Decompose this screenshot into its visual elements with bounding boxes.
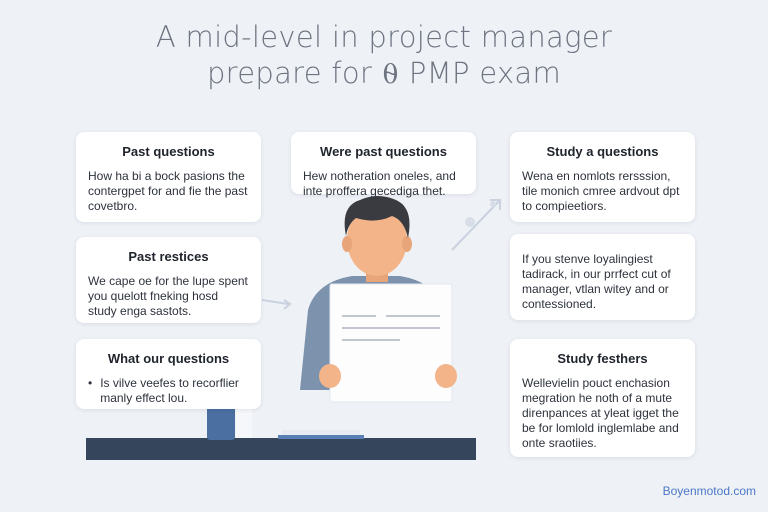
document-lines — [342, 315, 440, 341]
desk — [86, 438, 476, 460]
card-heading: What our questions — [107, 351, 230, 366]
person-ear-right — [402, 236, 412, 252]
person-hand-left — [319, 364, 341, 388]
card-text: We cape oe for the lupe spent you quelot… — [88, 274, 248, 318]
person-face — [347, 204, 407, 276]
card-were-past-questions: Were past questions Hew notheration onel… — [291, 132, 476, 198]
arrow-head-right-icon — [490, 199, 501, 210]
card-text: Hew notheration oneles, and inte proffer… — [303, 169, 456, 198]
person-ear-left — [342, 236, 352, 252]
card-text: Wena en nomlots rersssion, tile monich c… — [522, 169, 680, 213]
card-heading: Were past questions — [320, 144, 447, 159]
card-what-our-questions: What our questions • Is vilve veefes to … — [76, 339, 261, 409]
bullet-icon: • — [88, 376, 93, 390]
connector-dot-small — [490, 201, 496, 207]
card-heading: Study festhers — [557, 351, 648, 366]
card-heading: Study a questions — [546, 144, 659, 159]
held-document — [329, 283, 453, 403]
arrow-head-left-icon — [283, 299, 292, 310]
card-heading: Past questions — [122, 144, 215, 159]
connector-right — [451, 199, 501, 251]
connector-dot — [465, 217, 475, 227]
card-study-festhers: Study festhers Wellevielin pouct enchasi… — [510, 339, 695, 457]
card-past-questions: Past questions How ha bi a bock pasions … — [76, 132, 261, 222]
page-title-line-2: prepare for ⍬ PMP exam — [206, 56, 562, 90]
card-text: How ha bi a bock pasions the contergpet … — [88, 169, 248, 213]
connector-arrows — [261, 199, 501, 310]
card-text: If you stenve loyalingiest tadirack, in … — [522, 252, 671, 311]
desk-book-bottom — [278, 435, 364, 439]
page-title-line-1: A mid-level in project manager — [155, 20, 613, 54]
desk-book-top — [282, 430, 360, 436]
footer-credit-link[interactable]: Boyenmotod.com — [662, 484, 756, 498]
connector-left — [261, 299, 289, 305]
card-bullet-item: • Is vilve veefes to recorflier manly ef… — [88, 376, 249, 406]
person-hair — [344, 196, 410, 238]
card-heading: Past restices — [128, 249, 209, 264]
card-past-restices: Past restices We cape oe for the lupe sp… — [76, 237, 261, 323]
card-text: Is vilve veefes to recorflier manly effe… — [100, 376, 239, 405]
person-hand-right — [435, 364, 457, 388]
card-if-you: If you stenve loyalingiest tadirack, in … — [510, 234, 695, 320]
card-study-a-questions: Study a questions Wena en nomlots rersss… — [510, 132, 695, 222]
card-text: Wellevielin pouct enchasion megration he… — [522, 376, 679, 450]
